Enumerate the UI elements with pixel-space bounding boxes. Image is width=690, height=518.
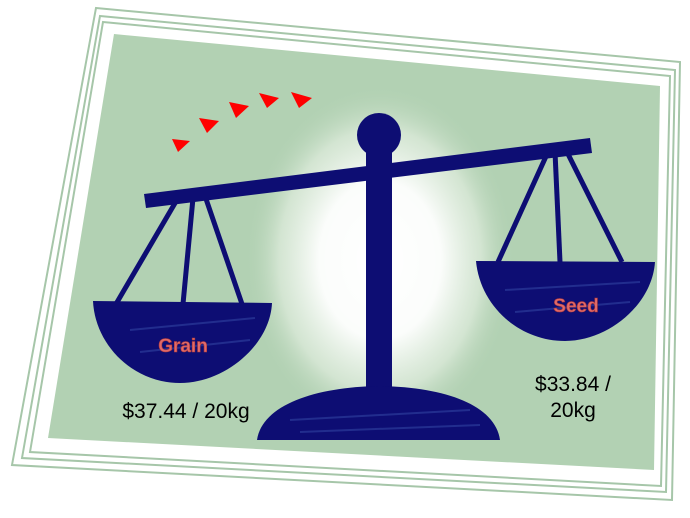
left-pan-streak-2: [139, 339, 251, 353]
left-pan-streak-1: [129, 317, 256, 331]
right-string-3: [563, 148, 625, 264]
base-streak-1: [289, 409, 471, 421]
right-string-2: [552, 151, 563, 263]
left-pan-label: Grain: [158, 336, 208, 357]
right-pan-streak-2: [514, 301, 631, 313]
right-price-line-1: $33.84 /: [535, 373, 611, 396]
right-price-label: $33.84 / 20kg: [498, 372, 648, 424]
arrow-2: [199, 118, 219, 133]
arrow-3: [229, 102, 249, 118]
pan-highlights: [129, 281, 641, 433]
base-streak-2: [299, 424, 481, 433]
right-price-line-2: 20kg: [550, 399, 596, 422]
left-string-1: [113, 196, 181, 306]
scale-knob: [357, 113, 401, 157]
left-string-2: [180, 197, 196, 305]
right-string-1: [495, 150, 551, 264]
right-pan-streak-1: [504, 281, 641, 291]
frame-line-3: [28, 20, 672, 488]
arrow-5: [291, 92, 312, 108]
arrow-4: [259, 93, 279, 108]
scale-post: [366, 150, 392, 392]
frame-line-2: [20, 14, 677, 494]
right-pan-label: Seed: [553, 296, 598, 317]
right-pan: [476, 261, 655, 341]
left-string-3: [202, 195, 245, 305]
frame-outer-line: [10, 6, 682, 502]
red-triangle-arrow-icon: [172, 92, 312, 152]
left-price-label: $37.44 / 20kg: [122, 400, 250, 423]
arrow-1: [172, 139, 190, 152]
